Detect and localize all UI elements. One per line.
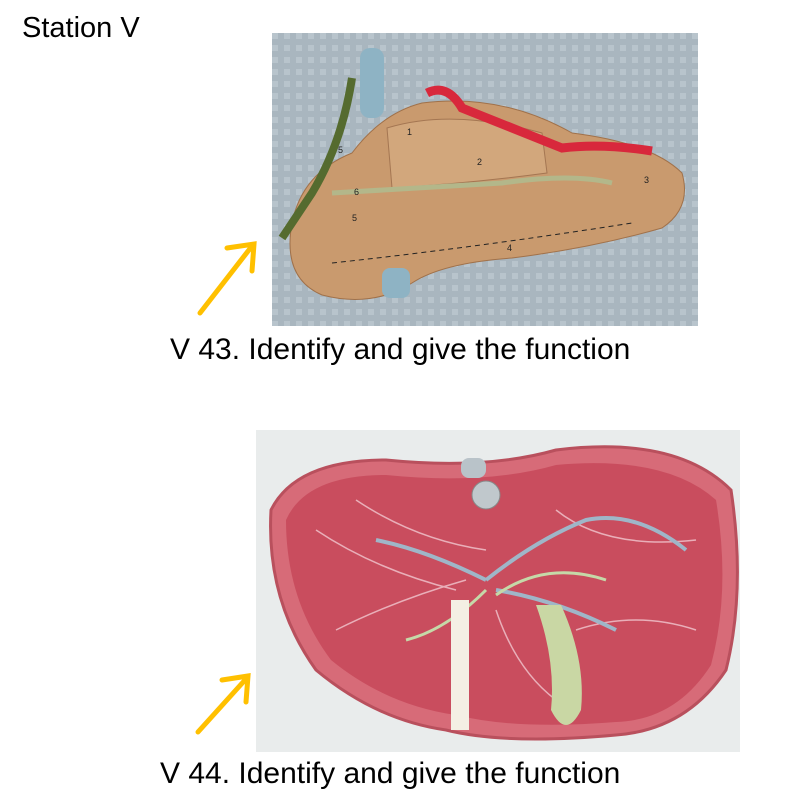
pancreas-model-photo: 1 2 3 4 5 6 5 xyxy=(272,33,698,326)
svg-text:5: 5 xyxy=(338,145,343,155)
photo-labels: 1 2 3 4 5 6 5 xyxy=(338,127,649,253)
station-title: Station V xyxy=(22,12,140,44)
svg-text:1: 1 xyxy=(407,127,412,137)
yellow-arrow-icon xyxy=(195,673,251,735)
svg-text:3: 3 xyxy=(644,175,649,185)
svg-text:4: 4 xyxy=(507,243,512,253)
svg-text:2: 2 xyxy=(477,157,482,167)
svg-text:5: 5 xyxy=(352,213,357,223)
question-43-caption: V 43. Identify and give the function xyxy=(170,333,631,366)
liver-model-photo xyxy=(256,430,740,752)
question-44-caption: V 44. Identify and give the function xyxy=(160,757,621,790)
svg-text:6: 6 xyxy=(354,187,359,197)
yellow-arrow-icon xyxy=(197,241,257,316)
